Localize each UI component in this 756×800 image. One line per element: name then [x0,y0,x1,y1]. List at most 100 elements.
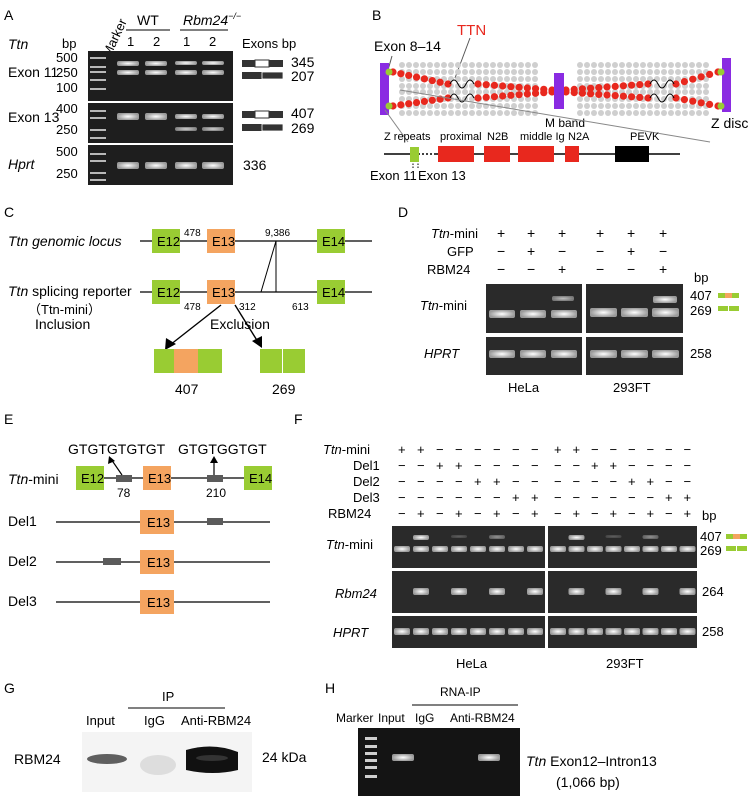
exon-label: E14 [249,471,272,486]
exon-e13 [207,229,235,253]
length-label: 478 [184,302,201,313]
sign-mark: − [527,261,535,277]
middle-ig-domain [518,146,554,162]
sign-mark: − [659,243,667,259]
lane-label: IgG [144,713,165,728]
sign-mark: + [531,490,539,505]
pevk-squiggle [449,79,675,103]
sign-mark: − [591,442,599,457]
sign-mark: + [497,225,505,241]
domain-label: N2A [568,131,590,143]
size-label: 269 [291,120,315,136]
sign-mark: − [596,261,604,277]
m-band-bar [554,73,564,109]
lane-label: IgG [415,711,434,725]
sign-mark: − [665,474,673,489]
length-label: 312 [239,302,256,313]
exon-label: E12 [157,285,180,300]
domain-label: proximal [440,131,482,143]
del-label: Del1 [8,513,37,529]
sign-mark: − [573,458,581,473]
bp-header: bp [702,508,716,523]
sign-mark: − [684,442,692,457]
sign-mark: − [493,458,501,473]
sign-mark: − [474,442,482,457]
cell-label: 293FT [606,656,644,671]
size-label: 407 [291,105,315,121]
del-label: Del2 [8,553,37,569]
panel-e: E GTGTGTGTGT GTGTGGTGT Ttn-mini E12 E13 … [4,411,272,614]
tick-label: 250 [56,65,78,80]
sign-mark: + [512,490,520,505]
sign-mark: − [647,442,655,457]
inclusion-label: Inclusion [35,316,90,332]
tick-label: 100 [56,80,78,95]
sign-mark: + [610,506,618,521]
tick-label: 400 [56,101,78,116]
cell-label: HeLa [456,656,488,671]
rnaip-label: RNA-IP [440,685,481,699]
sign-mark: − [610,490,618,505]
sign-mark: − [474,458,482,473]
sign-mark: + [684,490,692,505]
sign-mark: − [398,458,406,473]
exon-icon [242,56,284,80]
sign-mark: − [558,243,566,259]
exon11-label: Exon 11 [370,168,417,183]
construct-label: Ttn-mini [8,471,59,487]
sign-mark: + [398,442,406,457]
panel-d: D Ttn-mini GFP RBM24 ++++++−+−−+−−−+−−+ … [398,204,739,395]
wt-label: WT [137,12,159,28]
sign-mark: − [596,243,604,259]
sign-mark: + [493,474,501,489]
condition-label: RBM24 [427,262,470,277]
lane-label: 2 [209,34,216,49]
exon13-label: Exon 13 [418,168,466,183]
sign-mark: − [684,458,692,473]
z-disc-left [380,63,389,115]
row-label: RBM24 [14,751,61,767]
sign-mark: + [627,225,635,241]
gene-label: Ttn [8,36,28,52]
sign-mark: − [573,474,581,489]
sign-mark: − [497,243,505,259]
sign-mark: + [554,442,562,457]
position-label: 210 [206,486,226,500]
del2-construct: Del2 E13 [8,550,270,574]
domain-label: middle Ig [520,131,565,143]
panel-g: G IP Input IgG Anti-RBM24 RBM24 24 kDa [4,680,307,792]
sign-mark: − [455,442,463,457]
sign-mark: − [398,474,406,489]
sign-grid: ++−−−−−−++−−−−−−−−++−−−−−−++−−−−−−−−++−−… [398,442,691,521]
sign-mark: − [628,458,636,473]
sign-mark: − [474,490,482,505]
row-label: Rbm24 [335,586,377,601]
reporter-label: Ttn splicing reporter [8,283,132,299]
sign-mark: − [493,490,501,505]
exon-label: E12 [157,234,180,249]
size-label: (1,066 bp) [556,774,620,790]
lane-label: Anti-RBM24 [181,713,251,728]
sign-mark: − [455,490,463,505]
sign-mark: − [647,490,655,505]
panel-letter-e: E [4,411,13,427]
sign-mark: − [512,474,520,489]
sign-mark: + [417,506,425,521]
panel-letter-b: B [372,7,381,23]
exons-header: Exons bp [242,36,296,51]
del3-construct: Del3 E13 [8,590,270,614]
row-label-exon13: Exon 13 [8,109,60,125]
lane-label: 1 [183,34,190,49]
exclusion-label: Exclusion [210,316,270,332]
sign-mark: − [455,474,463,489]
exon-label: E13 [147,515,170,530]
bp-header: bp [62,36,76,51]
sign-mark: − [531,474,539,489]
sign-mark: − [628,442,636,457]
sign-mark: − [610,474,618,489]
condition-label: Ttn-mini [323,442,370,457]
sign-mark: − [512,458,520,473]
sign-mark: + [455,458,463,473]
sign-mark: − [436,474,444,489]
sign-mark: − [417,458,425,473]
